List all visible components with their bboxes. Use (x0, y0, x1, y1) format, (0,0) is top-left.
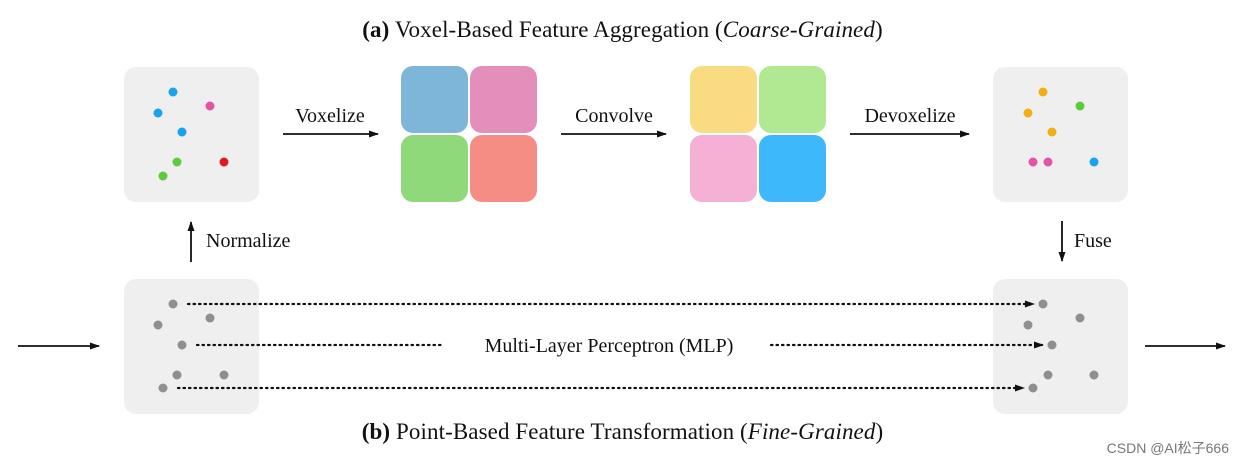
point (153, 320, 163, 330)
normalize-label: Normalize (206, 230, 291, 252)
points-normalized (153, 87, 229, 181)
point (1047, 340, 1057, 350)
point (219, 157, 229, 167)
title-b-close: ) (875, 419, 884, 444)
point (172, 157, 182, 167)
point (1028, 157, 1038, 167)
point (1089, 157, 1099, 167)
convolve-label: Convolve (575, 105, 653, 127)
point (177, 127, 187, 137)
point (1028, 383, 1038, 393)
panel-output-points (993, 67, 1128, 202)
point (168, 87, 178, 97)
points-mlp-input (153, 299, 229, 393)
voxel-cell (470, 66, 537, 133)
panel-input-points (124, 67, 259, 202)
point (158, 171, 168, 181)
point (1023, 108, 1033, 118)
voxel-cell (690, 66, 757, 133)
title-voxel-based: (a) Voxel-Based Feature Aggregation (Coa… (0, 17, 1245, 43)
voxel-cell (401, 66, 468, 133)
point (1047, 127, 1057, 137)
panel-mlp-output (993, 279, 1128, 414)
voxelize-label: Voxelize (295, 105, 365, 127)
point (177, 340, 187, 350)
devoxelize-label: Devoxelize (864, 105, 955, 127)
point (158, 383, 168, 393)
voxel-cell (759, 66, 826, 133)
point (1089, 370, 1099, 380)
points-mlp-output (1023, 299, 1099, 393)
voxel-cell (759, 135, 826, 202)
title-b-text: Point-Based Feature Transformation ( (396, 419, 748, 444)
point (219, 370, 229, 380)
title-b-italic: Fine-Grained (747, 419, 876, 444)
point (1023, 320, 1033, 330)
point (1075, 313, 1085, 323)
title-point-based: (b) Point-Based Feature Transformation (… (0, 419, 1245, 445)
voxel-cell (401, 135, 468, 202)
point (1043, 370, 1053, 380)
title-a-label: (a) (362, 17, 390, 42)
point (205, 101, 215, 111)
point (1038, 87, 1048, 97)
voxel-grid-output (690, 66, 826, 202)
panel-mlp-input (124, 279, 259, 414)
title-b-label: (b) (361, 419, 391, 444)
point (1043, 157, 1053, 167)
point (1075, 101, 1085, 111)
voxel-cell (470, 135, 537, 202)
point (205, 313, 215, 323)
point (153, 108, 163, 118)
point (1038, 299, 1048, 309)
title-a-italic: Coarse-Grained (722, 17, 875, 42)
point (168, 299, 178, 309)
point (172, 370, 182, 380)
mlp-label: Multi-Layer Perceptron (MLP) (485, 335, 734, 357)
voxel-grid-input (401, 66, 537, 202)
points-devoxelized (1023, 87, 1099, 167)
title-a-close: ) (874, 17, 883, 42)
title-a-text: Voxel-Based Feature Aggregation ( (394, 17, 723, 42)
fuse-label: Fuse (1074, 230, 1112, 252)
voxel-cell (690, 135, 757, 202)
watermark: CSDN @AI松子666 (1106, 440, 1229, 456)
